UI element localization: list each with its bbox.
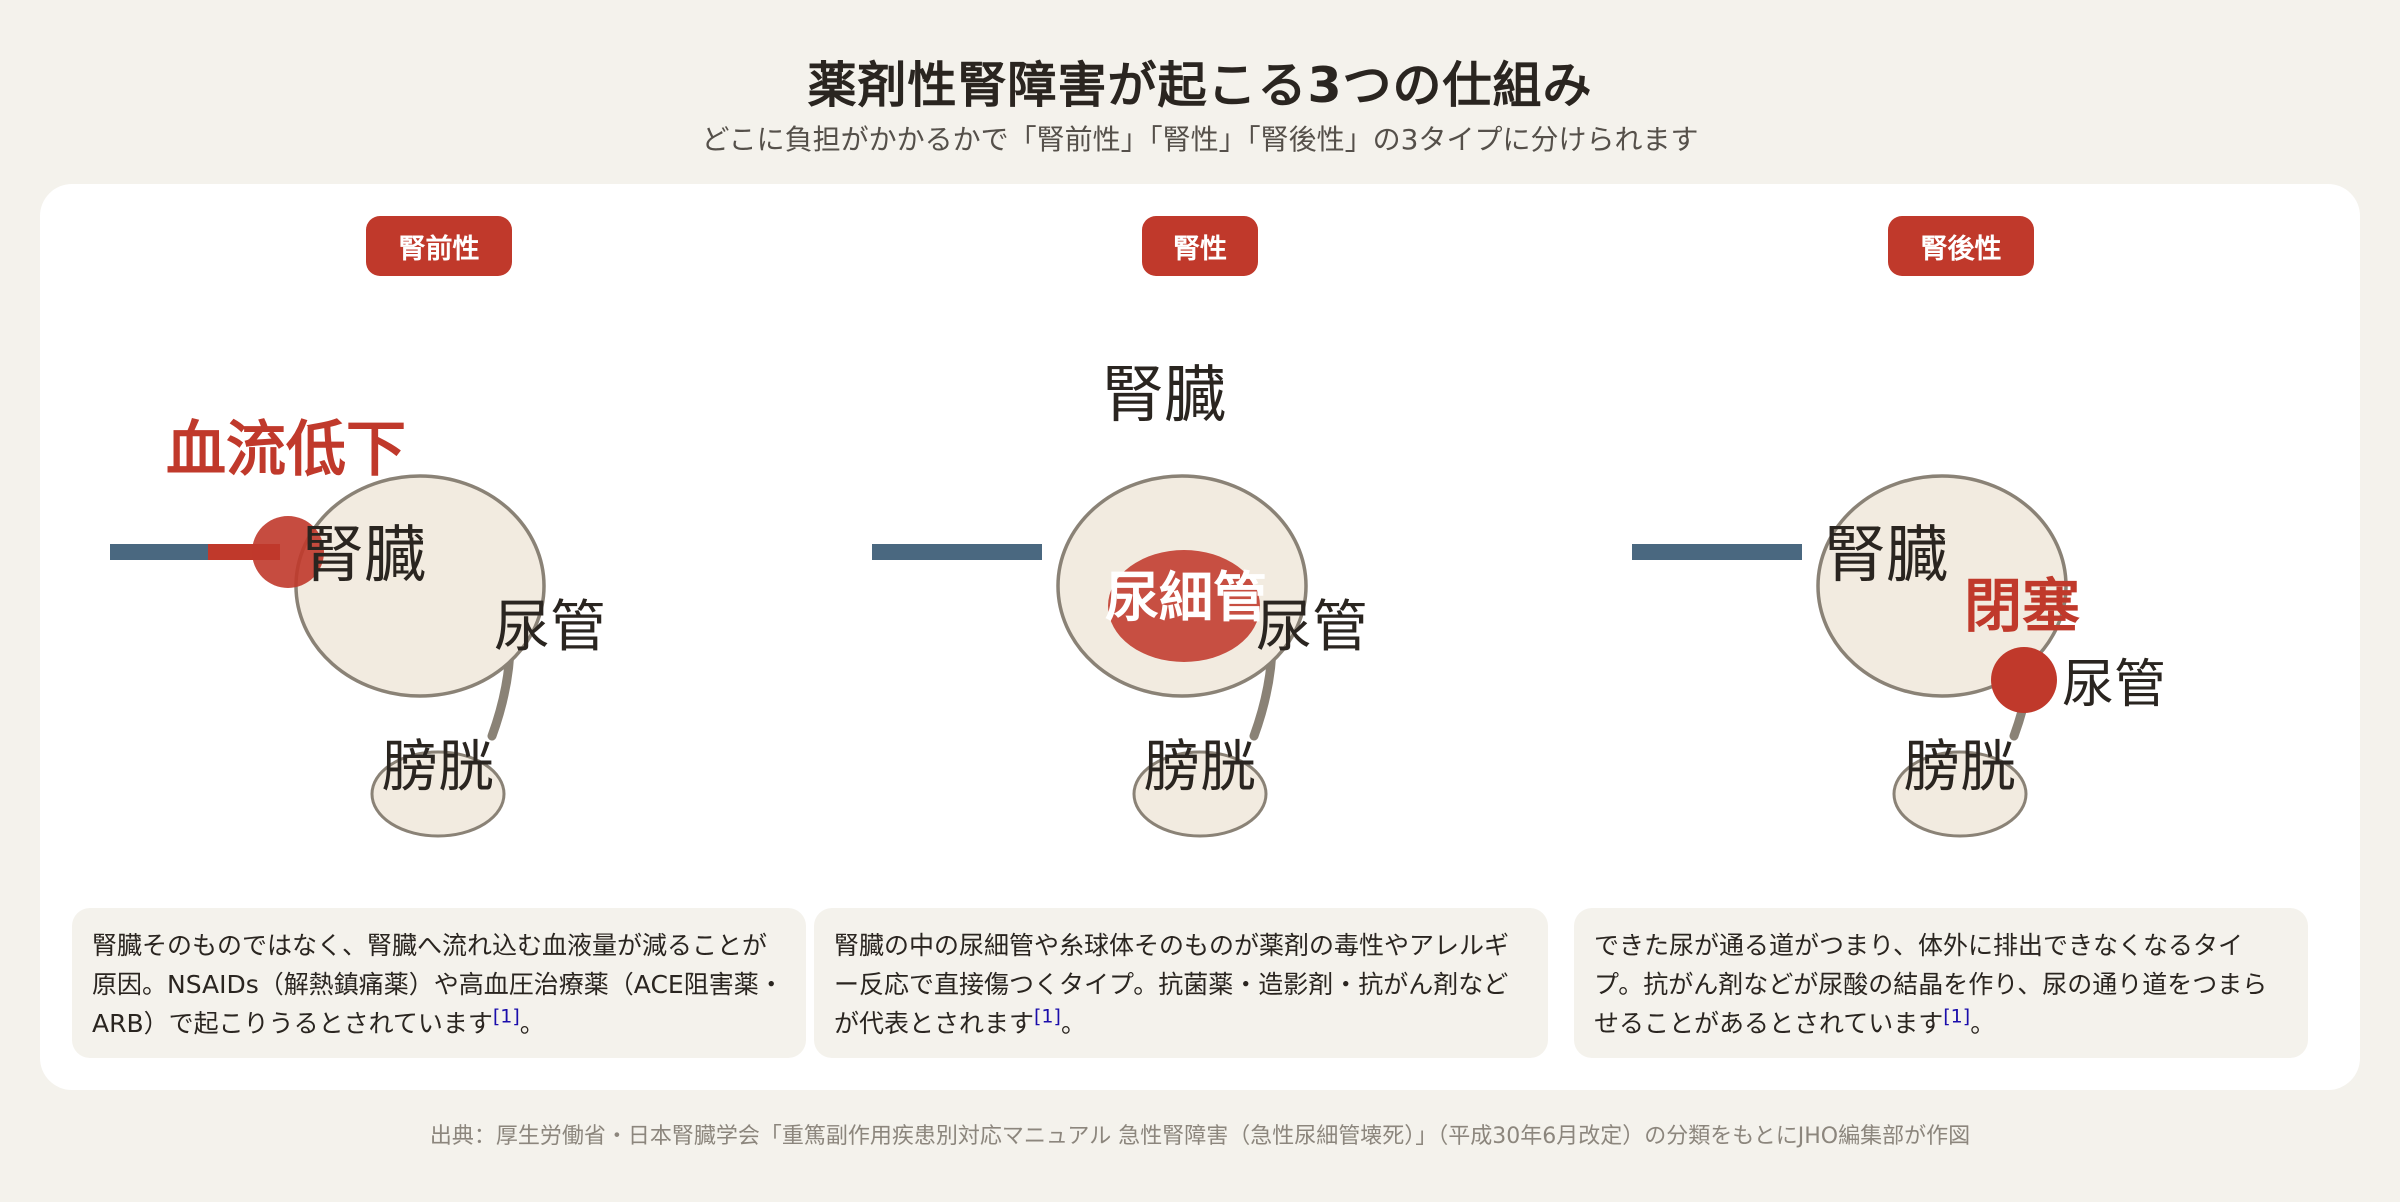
citation-link[interactable]: [1] bbox=[492, 1005, 520, 1028]
description-end: 。 bbox=[1970, 1009, 1996, 1038]
postrenal-diagram: 腎臓 閉塞 尿管 膀胱 bbox=[1632, 474, 2166, 838]
panel-renal: 腎性 腎臓 尿細管 尿管 膀胱 腎臓の中の尿細管や糸球体そのものが薬剤の毒性やア… bbox=[802, 184, 1562, 1090]
kidney-label: 腎臓 bbox=[302, 518, 426, 591]
description-end: 。 bbox=[519, 1009, 545, 1038]
tubule-marker bbox=[1108, 550, 1260, 662]
description-text: 腎臓の中の尿細管や糸球体そのものが薬剤の毒性やアレルギー反応で直接傷つくタイプ。… bbox=[834, 931, 1510, 1038]
highlight-label: 尿細管 bbox=[1105, 566, 1267, 629]
bladder-label: 膀胱 bbox=[1904, 735, 2016, 800]
kidney-label: 腎臓 bbox=[1824, 518, 1948, 591]
citation-link[interactable]: [1] bbox=[1943, 1005, 1971, 1028]
badge-prerenal: 腎前性 bbox=[366, 216, 512, 276]
description-end: 。 bbox=[1060, 1009, 1086, 1038]
description-text: 腎臓そのものではなく、腎臓へ流れ込む血液量が減ることが原因。NSAIDs（解熱鎮… bbox=[92, 931, 784, 1038]
bladder-shape bbox=[1892, 750, 2028, 838]
panel-postrenal: 腎後性 腎臓 閉塞 尿管 膀胱 できた尿が通る道がつまり、体外に排出できなくなる… bbox=[1562, 184, 2322, 1090]
diagram-card: 腎前性 血流低下 腎臓 尿管 膀胱 腎臓そのものではなく、腎臓へ流れ込む血液量が… bbox=[40, 184, 2360, 1090]
ureter-label: 尿管 bbox=[2062, 655, 2166, 715]
citation-link[interactable]: [1] bbox=[1034, 1005, 1061, 1028]
renal-diagram: 腎臓 尿細管 尿管 膀胱 bbox=[872, 358, 1368, 838]
bladder-label: 膀胱 bbox=[1144, 735, 1256, 800]
ureter-label: 尿管 bbox=[494, 595, 606, 660]
kidney-shape bbox=[1816, 474, 2068, 698]
badge-renal: 腎性 bbox=[1142, 216, 1258, 276]
obstruction-marker bbox=[1991, 647, 2057, 713]
highlight-label: 血流低下 bbox=[166, 415, 406, 485]
description-postrenal: できた尿が通る道がつまり、体外に排出できなくなるタイプ。抗がん剤などが尿酸の結晶… bbox=[1574, 908, 2308, 1058]
description-text: できた尿が通る道がつまり、体外に排出できなくなるタイプ。抗がん剤などが尿酸の結晶… bbox=[1594, 931, 2268, 1038]
description-renal: 腎臓の中の尿細管や糸球体そのものが薬剤の毒性やアレルギー反応で直接傷つくタイプ。… bbox=[814, 908, 1548, 1058]
kidney-label: 腎臓 bbox=[1102, 358, 1226, 431]
bladder-label: 膀胱 bbox=[382, 735, 494, 800]
bladder-shape bbox=[370, 750, 506, 838]
bladder-shape bbox=[1132, 750, 1268, 838]
description-prerenal: 腎臓そのものではなく、腎臓へ流れ込む血液量が減ることが原因。NSAIDs（解熱鎮… bbox=[72, 908, 806, 1058]
ureter-label: 尿管 bbox=[1256, 595, 1368, 660]
badge-postrenal: 腎後性 bbox=[1888, 216, 2034, 276]
source-note: 出典：厚生労働省・日本腎臓学会「重篤副作用疾患別対応マニュアル 急性腎障害（急性… bbox=[429, 1124, 1971, 1149]
prerenal-diagram: 血流低下 腎臓 尿管 膀胱 bbox=[110, 415, 606, 838]
page-title: 薬剤性腎障害が起こる3つの仕組み bbox=[807, 57, 1593, 114]
highlight-label: 閉塞 bbox=[1964, 572, 2080, 640]
page-subtitle: どこに負担がかかるかで「腎前性」「腎性」「腎後性」の3タイプに分けられます bbox=[701, 123, 1699, 156]
blood-flow-marker bbox=[252, 516, 324, 588]
panel-prerenal: 腎前性 血流低下 腎臓 尿管 膀胱 腎臓そのものではなく、腎臓へ流れ込む血液量が… bbox=[40, 184, 806, 1090]
